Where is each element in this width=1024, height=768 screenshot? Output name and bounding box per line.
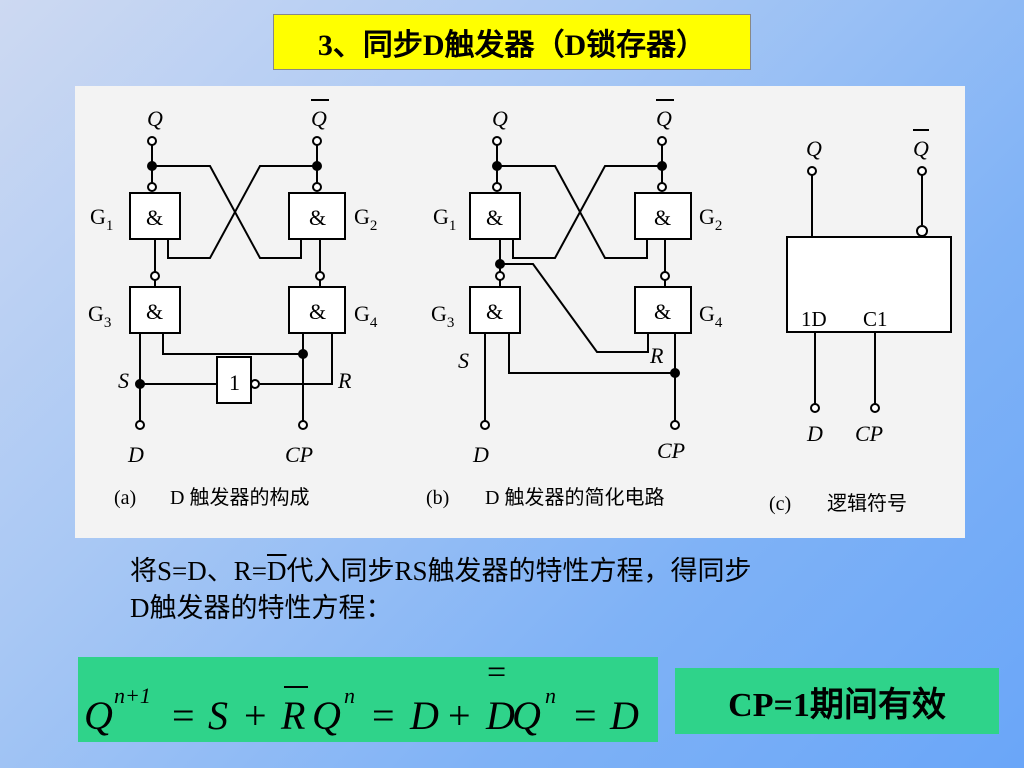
characteristic-equation: Q n+1 = S + R Q n = D + D Q n = D =	[78, 657, 658, 742]
and-gate-g2-a: &	[309, 205, 326, 230]
eq-n-1: n	[344, 683, 355, 708]
label-s-a: S	[118, 368, 129, 393]
label-q-c: Q	[806, 136, 822, 161]
eq-equals-2: =	[372, 693, 395, 738]
and-gate-g3-b: &	[486, 299, 503, 324]
d-bar: D	[266, 556, 287, 586]
label-d-c: D	[806, 421, 823, 446]
label-cp-c: CP	[855, 421, 883, 446]
label-g2-a: G2	[354, 204, 377, 234]
label-r-a: R	[337, 368, 352, 393]
label-g1-a: G1	[90, 204, 113, 234]
label-g2-b: G2	[699, 204, 722, 234]
eq-dbar: D	[485, 693, 515, 738]
eq-d-1: D	[409, 693, 439, 738]
label-qbar-a: Q	[311, 106, 327, 131]
caption-a-tag: (a)	[114, 487, 136, 509]
caption-c-tag: (c)	[769, 493, 791, 515]
slide-title: 3、同步D触发器（D锁存器）	[273, 14, 751, 70]
equation-svg: Q n+1 = S + R Q n = D + D Q n = D =	[84, 657, 639, 738]
label-d-b: D	[472, 442, 489, 467]
eq-qn-1: Q	[312, 693, 341, 738]
label-d-a: D	[127, 442, 144, 467]
label-1d: 1D	[801, 307, 827, 331]
eq-equals-3: =	[574, 693, 597, 738]
label-g3-b: G3	[431, 301, 454, 331]
eq-rbar: R	[280, 693, 305, 738]
eq-q: Q	[84, 693, 113, 738]
eq-equals-1: =	[172, 693, 195, 738]
description-line-1: 将S=D、R=D代入同步RS触发器的特性方程，得同步	[130, 556, 752, 586]
eq-plus-2: +	[448, 693, 471, 738]
caption-b-tag: (b)	[426, 487, 449, 509]
eq-d-2: D	[609, 693, 639, 738]
description-text: 将S=D、R=D代入同步RS触发器的特性方程，得同步 D触发器的特性方程：	[130, 553, 950, 627]
eq-s: S	[208, 693, 228, 738]
circuit-c	[786, 166, 952, 413]
caption-c-text: 逻辑符号	[827, 492, 907, 515]
label-g4-a: G4	[354, 301, 378, 331]
and-gate-g4-a: &	[309, 299, 326, 324]
eq-sup: n+1	[114, 683, 151, 708]
caption-b-text: D 触发器的简化电路	[485, 486, 664, 509]
eq-n-2: n	[545, 683, 556, 708]
label-q-a: Q	[147, 106, 163, 131]
label-g1-b: G1	[433, 204, 456, 234]
eq-double-bar: =	[487, 657, 506, 691]
circuit-a	[129, 136, 346, 430]
label-g3-a: G3	[88, 301, 111, 331]
validity-note: CP=1期间有效	[675, 668, 999, 734]
and-gate-g2-b: &	[654, 205, 671, 230]
label-cp-a: CP	[285, 442, 313, 467]
diagram-panel: Q Q G1 G2 G3 G4 & & & & 1 S R D CP (a) D…	[75, 86, 965, 538]
latch-diagrams: Q Q G1 G2 G3 G4 & & & & 1 S R D CP (a) D…	[88, 99, 952, 515]
and-gate-g4-b: &	[654, 299, 671, 324]
description-line-2: D触发器的特性方程：	[130, 593, 393, 623]
circuit-b	[469, 136, 692, 430]
label-g4-b: G4	[699, 301, 723, 331]
label-c1: C1	[863, 307, 888, 331]
label-qbar-c: Q	[913, 136, 929, 161]
eq-qn-2: Q	[512, 693, 541, 738]
caption-a-text: D 触发器的构成	[170, 486, 309, 509]
label-s-b: S	[458, 348, 469, 373]
label-cp-b: CP	[657, 438, 685, 463]
label-q-b: Q	[492, 106, 508, 131]
label-qbar-b: Q	[656, 106, 672, 131]
label-r-b: R	[649, 343, 664, 368]
and-gate-g1-a: &	[146, 205, 163, 230]
and-gate-g1-b: &	[486, 205, 503, 230]
and-gate-g3-a: &	[146, 299, 163, 324]
not-gate-a: 1	[229, 370, 240, 395]
eq-plus-1: +	[244, 693, 267, 738]
